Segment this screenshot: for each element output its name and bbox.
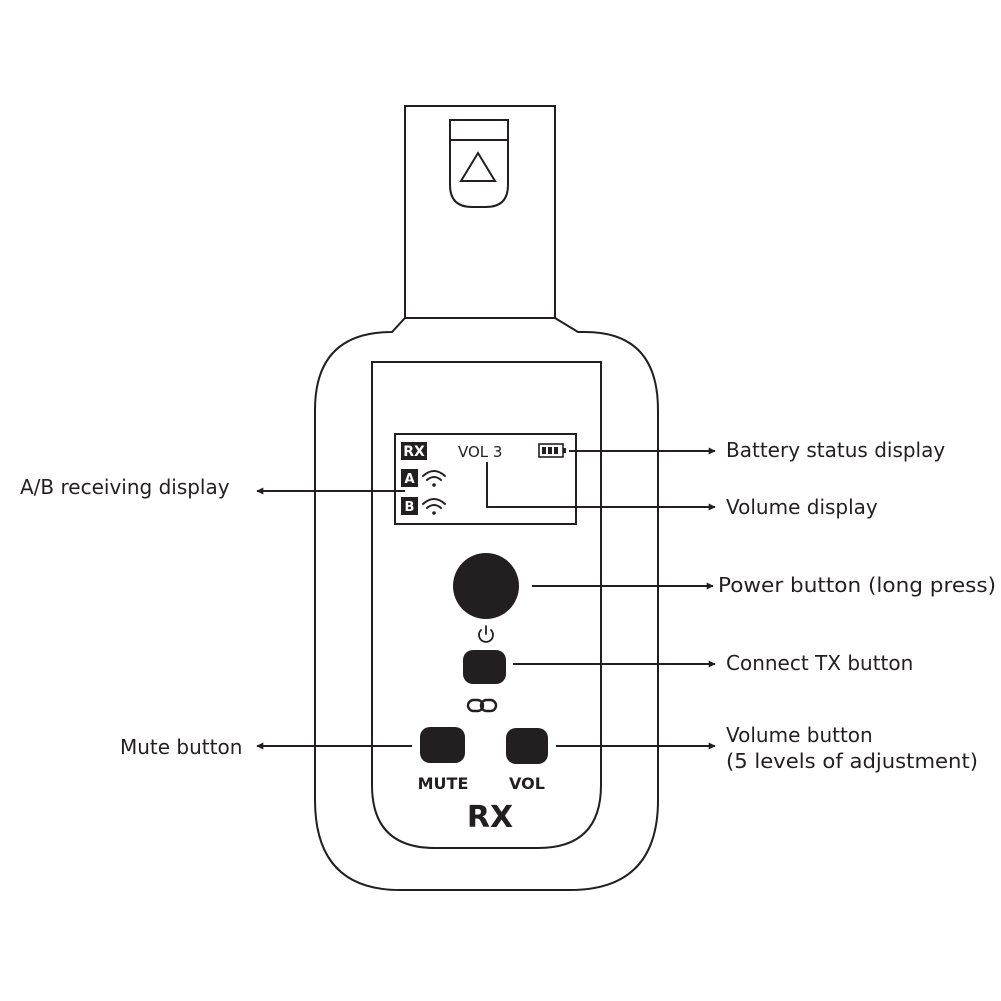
volume-readout: VOL 3 [458,443,502,461]
channel-b-badge: B [405,500,415,515]
link-chain-icon [466,698,498,713]
power-callout: Power button (long press) [718,573,996,597]
battery-callout: Battery status display [726,438,945,462]
battery-icon [538,443,566,458]
rx-badge-frame [401,442,427,460]
volume-button-callout-line2: (5 levels of adjustment) [726,749,978,773]
channel-a-badge: A [404,472,414,487]
wifi-signal-icon [422,498,446,515]
volume-display-callout: Volume display [726,495,878,519]
usb-connector [404,105,556,319]
power-icon [478,625,494,643]
connect-tx-callout: Connect TX button [726,651,913,675]
volume-button[interactable] [506,728,548,764]
connect-tx-button[interactable] [463,650,506,684]
mute-button-label: MUTE [418,774,469,793]
mute-button[interactable] [420,727,465,763]
ab-receiving-callout: A/B receiving display [20,475,230,499]
power-button[interactable] [453,553,519,619]
face-panel [371,361,602,849]
channel-b-badge-frame [401,497,418,515]
volume-display-callout-line [486,462,716,511]
mute-callout: Mute button [120,735,242,759]
lcd-screen: RX VOL 3 A B [394,433,577,525]
rx-badge: RX [403,444,425,460]
volume-button-label: VOL [509,774,545,793]
wifi-signal-icon [422,470,446,487]
connector-tab [449,119,509,208]
triangle-icon [459,151,497,182]
callout-lines [256,447,716,750]
model-label: RX [467,800,513,835]
volume-button-callout-line1: Volume button [726,723,873,747]
channel-a-badge-frame [401,469,418,487]
